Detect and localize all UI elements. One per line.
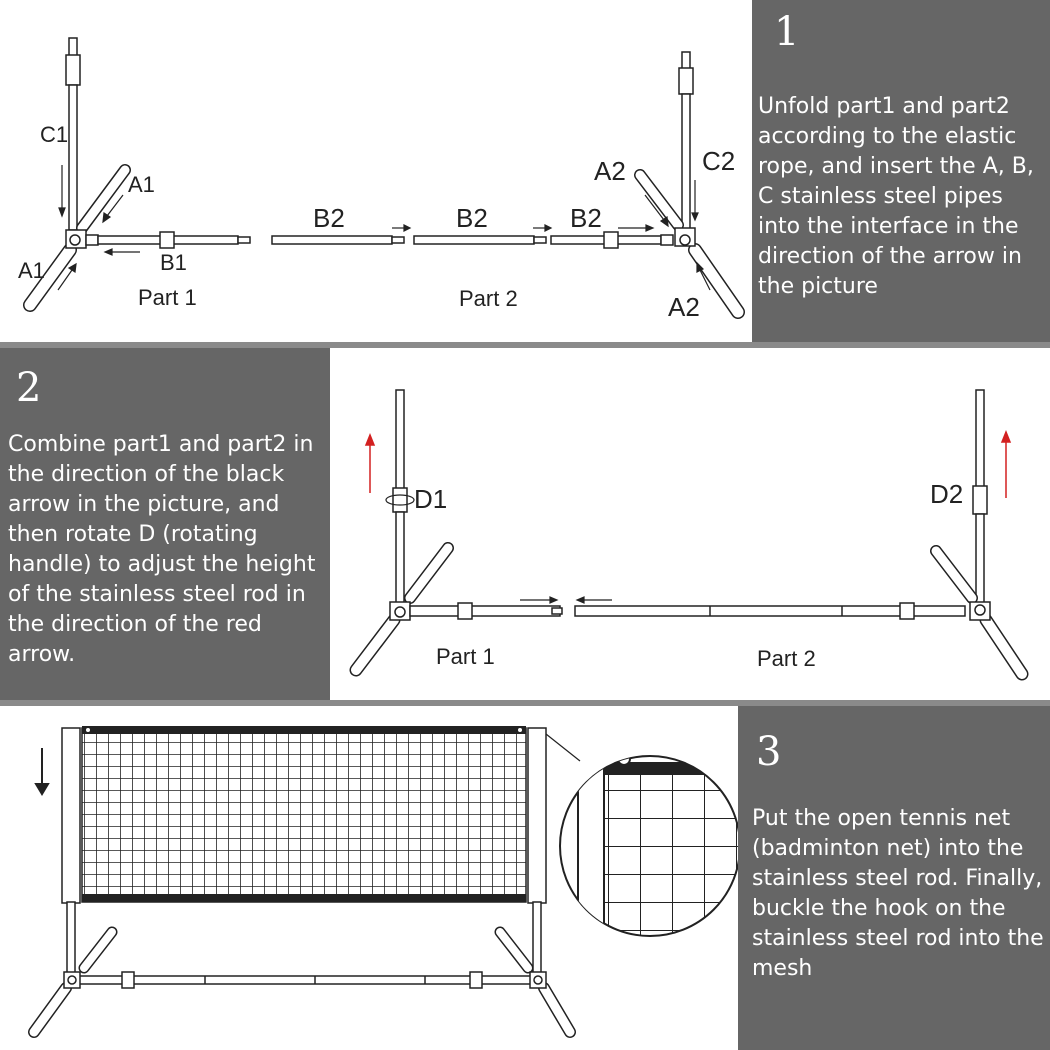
label-d2: D2 [930, 479, 963, 509]
divider-1 [0, 342, 1050, 348]
hook-zoom-callout [559, 755, 738, 937]
label-a1-left: A1 [18, 258, 45, 283]
step1-instructions: Unfold part1 and part2 according to the … [758, 94, 1034, 299]
step3-diagram [28, 726, 738, 1038]
step1-diagram-panel: C1 A1 A1 B1 Part 1 B2 B2 B2 Part 2 A2 C2… [0, 0, 752, 342]
label-part2: Part 2 [757, 646, 816, 671]
label-part2: Part 2 [459, 286, 518, 311]
net-mesh [81, 727, 527, 903]
label-a2-top: A2 [594, 156, 626, 186]
step1-diagram: C1 A1 A1 B1 Part 1 B2 B2 B2 Part 2 A2 C2… [18, 37, 745, 322]
step2-instructions: Combine part1 and part2 in the direction… [8, 432, 316, 667]
step3-number: 3 [756, 729, 782, 775]
label-b2-first: B2 [313, 203, 345, 233]
label-b2-second: B2 [456, 203, 488, 233]
label-d1: D1 [414, 484, 447, 514]
step2-number: 2 [16, 365, 42, 411]
divider-2 [0, 700, 1050, 706]
step3-instructions: Put the open tennis net (badminton net) … [752, 806, 1044, 981]
label-part1: Part 1 [436, 644, 495, 669]
label-c1: C1 [40, 122, 68, 147]
label-a1-top: A1 [128, 172, 155, 197]
label-part1: Part 1 [138, 285, 197, 310]
step1-number: 1 [774, 9, 800, 55]
label-a2-bottom: A2 [668, 292, 700, 322]
step2-diagram: D1 D2 Part 1 Part 2 [349, 389, 1029, 681]
label-c2: C2 [702, 146, 735, 176]
label-b2-third: B2 [570, 203, 602, 233]
step3-text-panel: 3 Put the open tennis net (badminton net… [738, 706, 1050, 1050]
step1-text-panel: 1 Unfold part1 and part2 according to th… [752, 0, 1050, 342]
step2-text-panel: 2 Combine part1 and part2 in the directi… [0, 348, 330, 700]
step3-diagram-panel [0, 706, 738, 1050]
step2-diagram-panel: D1 D2 Part 1 Part 2 [330, 348, 1050, 700]
label-b1: B1 [160, 250, 187, 275]
